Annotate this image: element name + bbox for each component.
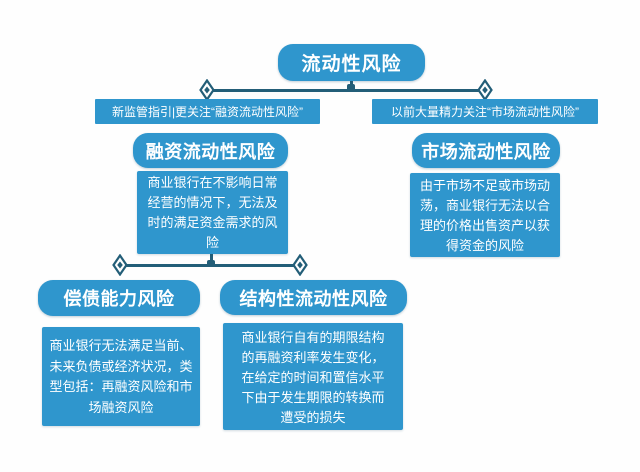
market-liquidity-risk-node: 市场流动性风险 <box>412 133 560 168</box>
funding-connector-junction-dot <box>207 260 215 267</box>
structural-liquidity-risk-description: 商业银行自有的期限结构 的再融资利率发生变化， 在给定的时间和置信水平 下由于发… <box>223 323 403 430</box>
market-liquidity-risk-description: 由于市场不足或市场动 荡，商业银行无法以合 理的价格出售资产以获 得资金的风险 <box>410 173 560 257</box>
root-node-liquidity-risk: 流动性风险 <box>278 44 425 81</box>
note-right-previous-focus: 以前大量精力关注“市场流动性风险” <box>372 99 598 124</box>
note-left-new-regulation: 新监管指引|更关注“融资流动性风险” <box>95 99 320 124</box>
funding-liquidity-risk-node: 融资流动性风险 <box>133 133 288 168</box>
bottom-branch-line <box>120 264 301 267</box>
top-branch-line <box>207 89 486 92</box>
branch-diamond-icon <box>112 254 128 276</box>
solvency-risk-description: 商业银行无法满足当前、 未来负债或经济状况，类 型包括：再融资风险和市 场融资风… <box>42 327 200 426</box>
structural-liquidity-risk-node: 结构性流动性风险 <box>220 280 407 315</box>
funding-connector-stub <box>210 253 213 266</box>
branch-diamond-icon <box>292 254 308 276</box>
description-text: 由于市场不足或市场动 荡，商业银行无法以合 理的价格出售资产以获 得资金的风险 <box>419 178 550 253</box>
branch-diamond-icon <box>477 79 493 101</box>
branch-diamond-icon <box>199 79 215 101</box>
description-text: 商业银行无法满足当前、 未来负债或经济状况，类 型包括：再融资风险和市 场融资风… <box>49 338 193 415</box>
solvency-risk-node: 偿债能力风险 <box>38 280 200 316</box>
description-text: 商业银行在不影响日常 经营的情况下，无法及 时的满足资金需求的风 险 <box>147 175 278 250</box>
root-connector-junction-dot <box>347 84 355 91</box>
description-text: 商业银行自有的期限结构 的再融资利率发生变化， 在给定的时间和置信水平 下由于发… <box>241 330 385 425</box>
funding-liquidity-risk-description: 商业银行在不影响日常 经营的情况下，无法及 时的满足资金需求的风 险 <box>137 171 288 254</box>
